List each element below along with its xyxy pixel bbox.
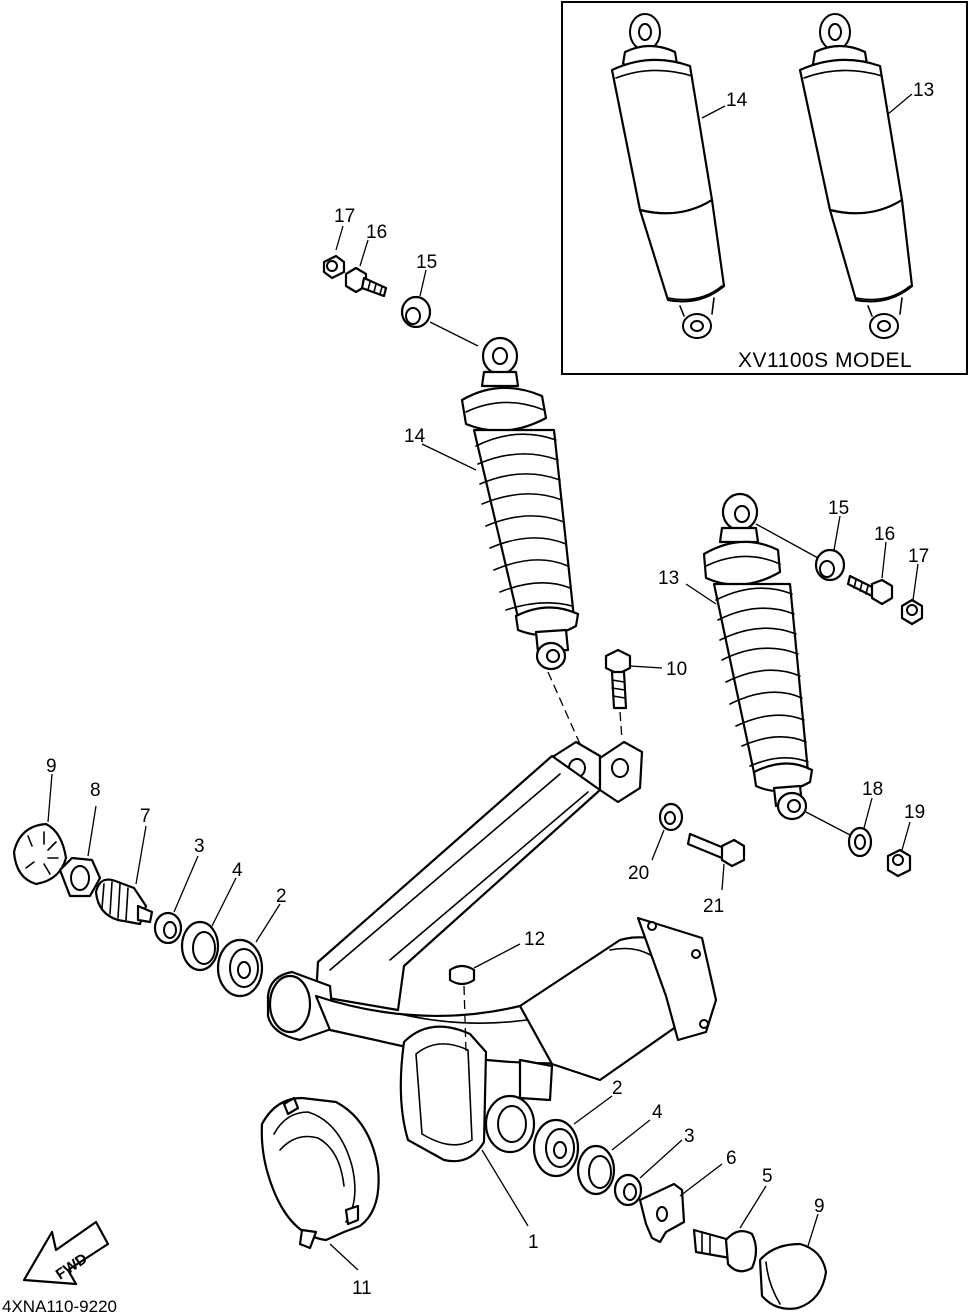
inset-panel: XV1100S MODEL 14: [561, 1, 968, 375]
shock-absorber-14: [460, 336, 580, 671]
callout-8: 8: [90, 780, 101, 801]
shaft-7: [94, 878, 154, 926]
bearing-2-right: [532, 1118, 580, 1178]
callout-5: 5: [762, 1166, 773, 1187]
oil-seal-4-left: [180, 920, 220, 972]
bearing-2-left: [216, 938, 264, 998]
inset-shock-13: [798, 13, 914, 339]
callout-12: 12: [524, 929, 545, 950]
callout-18: 18: [862, 779, 883, 800]
swingarm-1: [266, 740, 718, 1163]
callout-2-left: 2: [276, 886, 287, 907]
collar-15-top-left: [400, 295, 432, 329]
cap-9-left: [12, 822, 68, 886]
plate-6: [638, 1182, 686, 1244]
callout-17-top-left: 17: [334, 206, 355, 227]
collar-20: [658, 802, 684, 832]
callout-14-shock: 14: [404, 426, 426, 447]
bolt-10: [604, 648, 632, 710]
bolt-16-top-left: [344, 266, 388, 298]
callout-13-shock: 13: [658, 568, 679, 589]
callout-1: 1: [528, 1232, 539, 1253]
callout-17-top-right: 17: [908, 546, 929, 567]
plug-12: [448, 964, 476, 986]
nut-17-top-left: [322, 254, 346, 280]
bolt-16-top-right: [846, 574, 894, 606]
shock-absorber-13: [702, 492, 814, 821]
callout-9-left: 9: [46, 756, 57, 777]
pivot-shaft-5: [692, 1228, 758, 1273]
cap-9-right: [758, 1242, 828, 1310]
bolt-21: [686, 832, 746, 868]
callout-15-top-left: 15: [416, 252, 437, 273]
callout-9-right: 9: [814, 1196, 825, 1217]
callout-19: 19: [904, 802, 925, 823]
callout-20: 20: [628, 863, 649, 884]
inset-caption: XV1100S MODEL: [738, 349, 912, 372]
collar-15-top-right: [814, 548, 846, 582]
collar-3-left: [153, 911, 183, 945]
fwd-arrow: FWD: [22, 1220, 110, 1286]
callout-2-right: 2: [612, 1078, 623, 1099]
callout-inset-14: 14: [726, 90, 748, 111]
collar-3-right: [613, 1173, 643, 1207]
callout-16-top-right: 16: [874, 524, 895, 545]
oil-seal-4-right: [576, 1144, 616, 1196]
callout-16-top-left: 16: [366, 222, 387, 243]
callout-10: 10: [666, 659, 687, 680]
callout-4-left: 4: [232, 860, 243, 881]
nut-17-top-right: [900, 598, 924, 626]
callout-4-right: 4: [652, 1102, 663, 1123]
callout-6: 6: [726, 1148, 737, 1169]
callout-11: 11: [352, 1278, 372, 1299]
callout-15-top-right: 15: [828, 498, 849, 519]
nut-8: [58, 856, 102, 898]
callout-7: 7: [140, 806, 151, 827]
callout-3-right: 3: [684, 1126, 695, 1147]
inset-shock-14: [610, 13, 726, 339]
callout-21: 21: [703, 896, 724, 917]
callout-3-left: 3: [194, 836, 205, 857]
washer-18: [847, 826, 873, 858]
callout-inset-13: 13: [913, 80, 934, 101]
diagram-code: 4XNA110-9220: [2, 1297, 117, 1314]
boot-11: [260, 1096, 380, 1250]
nut-19: [886, 848, 912, 878]
